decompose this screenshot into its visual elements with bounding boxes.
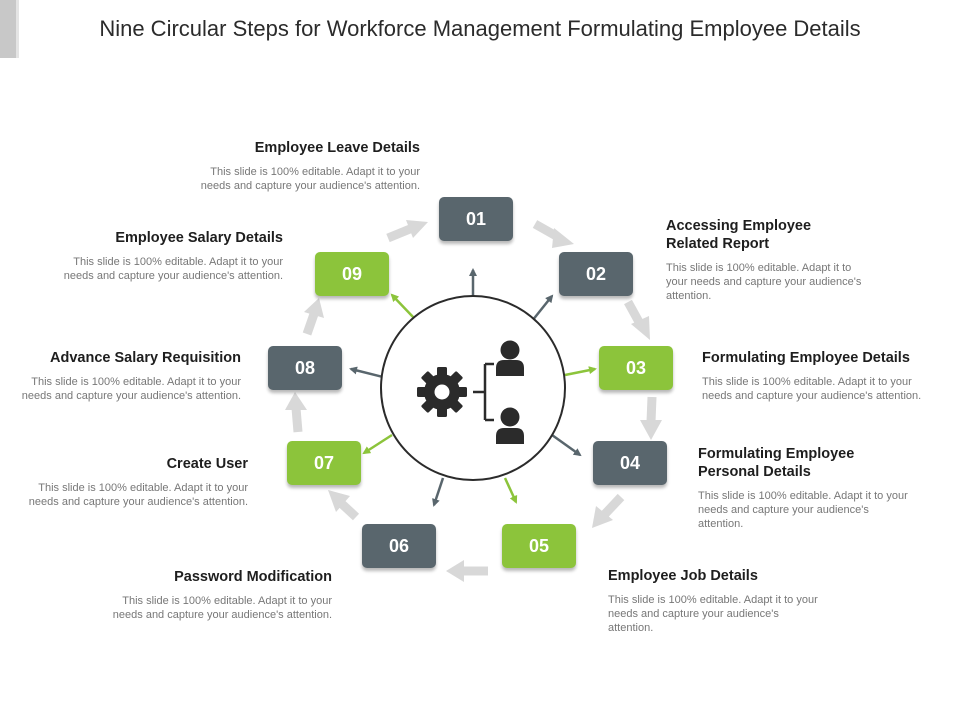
cycle-arrow-01-02: [532, 220, 574, 248]
gear-icon: [417, 367, 467, 417]
step-05-heading: Employee Job Details: [608, 568, 758, 584]
spoke-03: [564, 366, 597, 377]
step-02-label: Accessing Employee Related Report This s…: [666, 217, 866, 303]
step-04-label: Formulating Employee Personal Details Th…: [698, 445, 908, 531]
cycle-arrow-08-09: [302, 298, 324, 336]
step-03-box[interactable]: 03: [599, 346, 673, 390]
hub-circle: [380, 295, 566, 481]
step-06-label: Password Modification This slide is 100%…: [112, 568, 332, 622]
step-02-box[interactable]: 02: [559, 252, 633, 296]
step-03-description: This slide is 100% editable. Adapt it to…: [702, 376, 922, 402]
person-icon: [496, 407, 524, 444]
step-07-heading: Create User: [166, 456, 248, 472]
spoke-07: [362, 433, 393, 455]
step-08-heading: Advance Salary Requisition: [50, 350, 241, 366]
spoke-05: [503, 477, 518, 504]
page-title: Nine Circular Steps for Workforce Manage…: [99, 16, 861, 41]
spoke-04: [551, 433, 582, 457]
step-04-heading: Formulating Employee Personal Details: [698, 446, 855, 480]
step-07-label: Create User This slide is 100% editable.…: [28, 455, 248, 509]
step-08-description: This slide is 100% editable. Adapt it to…: [21, 376, 241, 402]
step-05-description: This slide is 100% editable. Adapt it to…: [608, 594, 818, 634]
step-01-heading: Employee Leave Details: [254, 140, 420, 156]
step-01-description: This slide is 100% editable. Adapt it to…: [200, 166, 420, 192]
cycle-arrow-06-07: [328, 490, 360, 521]
cycle-arrow-04-05: [592, 493, 625, 528]
step-09-label: Employee Salary Details This slide is 10…: [63, 229, 283, 283]
step-02-description: This slide is 100% editable. Adapt it to…: [666, 262, 862, 302]
step-04-description: This slide is 100% editable. Adapt it to…: [698, 490, 908, 530]
step-02-heading: Accessing Employee Related Report: [666, 218, 812, 252]
step-04-box[interactable]: 04: [593, 441, 667, 485]
spoke-08: [349, 366, 384, 379]
spoke-06: [432, 477, 445, 507]
corner-accent: [0, 0, 19, 58]
step-06-heading: Password Modification: [174, 569, 332, 585]
step-09-description: This slide is 100% editable. Adapt it to…: [63, 256, 283, 282]
step-01-box[interactable]: 01: [439, 197, 513, 241]
person-icon: [496, 340, 524, 376]
step-08-label: Advance Salary Requisition This slide is…: [21, 349, 241, 403]
step-06-box[interactable]: 06: [362, 524, 436, 568]
cycle-arrow-09-01: [386, 220, 428, 243]
cycle-arrow-07-08: [285, 392, 307, 433]
step-05-box[interactable]: 05: [502, 524, 576, 568]
org-chart-icon: [473, 362, 494, 422]
spoke-09: [390, 293, 415, 319]
cycle-arrow-02-03: [624, 299, 650, 340]
step-09-heading: Employee Salary Details: [115, 230, 283, 246]
step-03-label: Formulating Employee Details This slide …: [702, 349, 942, 403]
cycle-arrow-03-04: [640, 396, 662, 440]
step-09-box[interactable]: 09: [315, 252, 389, 296]
step-05-label: Employee Job Details This slide is 100% …: [608, 567, 823, 635]
step-01-label: Employee Leave Details This slide is 100…: [200, 139, 420, 193]
cycle-arrow-05-06: [446, 560, 488, 582]
step-06-description: This slide is 100% editable. Adapt it to…: [112, 595, 332, 621]
step-08-box[interactable]: 08: [268, 346, 342, 390]
step-07-box[interactable]: 07: [287, 441, 361, 485]
spoke-02: [531, 294, 554, 322]
step-03-heading: Formulating Employee Details: [702, 350, 910, 366]
step-07-description: This slide is 100% editable. Adapt it to…: [28, 482, 248, 508]
